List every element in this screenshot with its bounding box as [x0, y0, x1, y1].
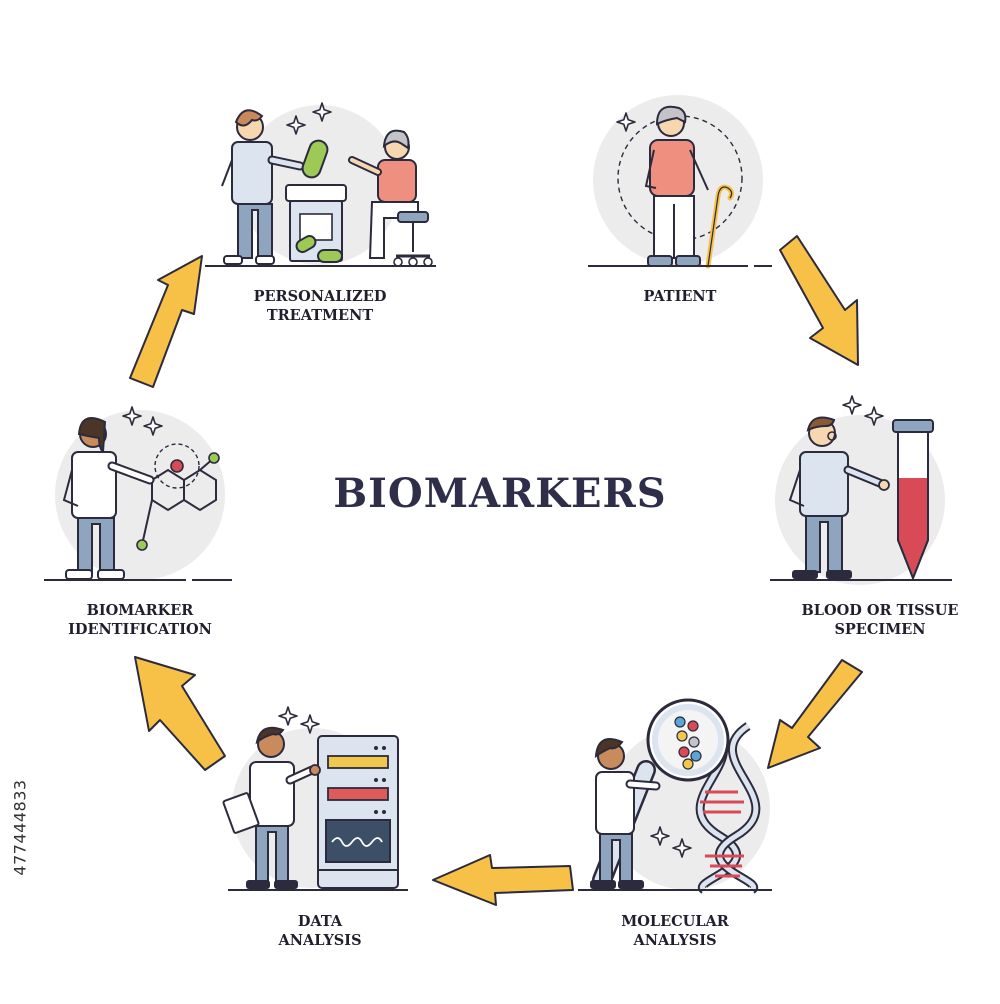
specimen-illustration	[770, 395, 952, 585]
data-analysis-illustration	[222, 706, 408, 891]
label-line: PATIENT	[643, 288, 717, 305]
label-biomarker-identification: BIOMARKER IDENTIFICATION	[30, 601, 250, 639]
arrow-patient-to-specimen	[779, 235, 859, 366]
biomarker-identification-illustration	[44, 406, 232, 581]
label-line: TREATMENT	[266, 307, 374, 324]
label-line: BLOOD OR TISSUE	[801, 602, 959, 619]
label-patient: PATIENT	[570, 287, 790, 306]
arrow-molecular-to-data	[432, 854, 574, 906]
diagram-title: BIOMARKERS	[333, 470, 667, 517]
label-line: SPECIMEN	[834, 621, 926, 638]
label-line: ANALYSIS	[278, 932, 362, 949]
personalized-treatment-illustration	[205, 102, 436, 267]
arrow-data-to-biomarker	[134, 656, 226, 771]
arrow-specimen-to-molecular	[767, 659, 863, 769]
label-line: DATA	[297, 913, 343, 930]
label-line: IDENTIFICATION	[68, 621, 212, 638]
cycle-arrows	[129, 235, 863, 906]
label-line: BIOMARKER	[86, 602, 194, 619]
label-line: ANALYSIS	[633, 932, 717, 949]
arrow-biomarker-to-treatment	[129, 255, 203, 388]
patient-illustration	[588, 95, 772, 269]
label-molecular-analysis: MOLECULAR ANALYSIS	[560, 912, 790, 950]
label-specimen: BLOOD OR TISSUE SPECIMEN	[760, 601, 1000, 639]
molecular-analysis-illustration	[578, 698, 772, 894]
stock-image-id: 477444833	[8, 760, 32, 900]
stock-id-text: 477444833	[10, 779, 30, 876]
label-line: MOLECULAR	[621, 913, 729, 930]
label-line: PERSONALIZED	[253, 288, 387, 305]
label-personalized-treatment: PERSONALIZED TREATMENT	[200, 287, 440, 325]
label-data-analysis: DATA ANALYSIS	[210, 912, 430, 950]
